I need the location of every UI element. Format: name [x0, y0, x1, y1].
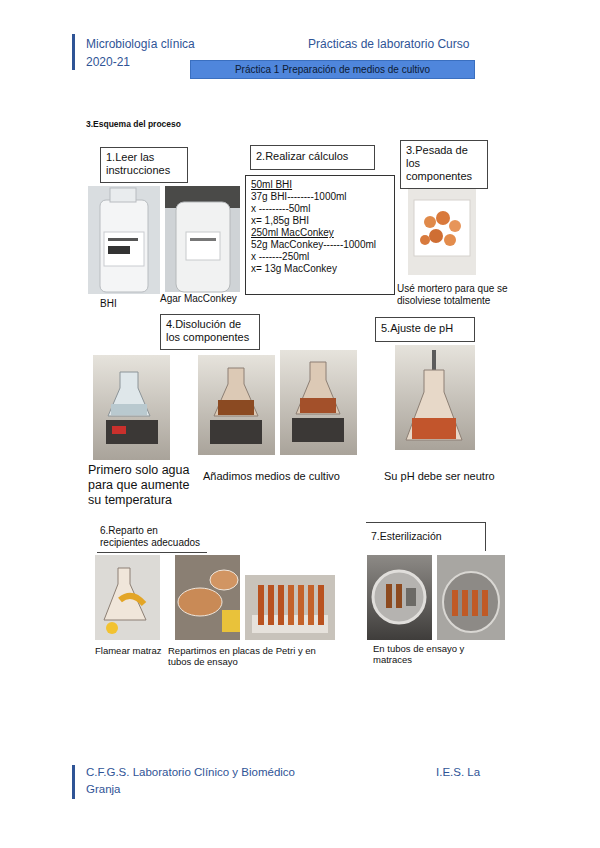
photo-test-tubes [245, 575, 335, 640]
photo-caption: Primero solo agua para que aumente su te… [88, 463, 200, 508]
calculation-line: x= 13g MacConkey [251, 263, 389, 275]
photo-caption: BHI [100, 298, 150, 310]
step-box: 4.Disolución de los componentes [160, 314, 260, 350]
header-text: Microbiología clínica [86, 37, 286, 51]
header-text-holder: Prácticas de laboratorio Curso [308, 37, 538, 51]
photo-caption-holder: BHI [100, 298, 150, 310]
calculation-line: 37g BHI--------1000ml [251, 191, 389, 203]
footer-text: I.E.S. La [436, 766, 536, 780]
photo-flame-flask [95, 555, 160, 640]
photo-autoclave-1 [367, 555, 432, 640]
step-heading: 6.Reparto en recipientes adecuados [97, 523, 207, 553]
photo-caption: Añadimos medios de cultivo [203, 470, 363, 483]
calculation-line: x= 1,85g BHI [251, 215, 389, 227]
header-bar [72, 34, 75, 70]
step-label: 2.Realizar cálculos [256, 150, 369, 163]
footer-text-holder: Granja [86, 783, 186, 797]
calculation-line: x ---------50ml [251, 203, 389, 215]
photo-caption: En tubos de ensayo y matraces [373, 643, 483, 666]
step-label: 1.Leer las instrucciones [106, 151, 182, 177]
calculation-line: 52g MacConkey------1000ml [251, 239, 389, 251]
photo-caption-holder: En tubos de ensayo y matraces [373, 643, 483, 666]
header-text-holder: Microbiología clínica [86, 37, 286, 51]
step-box: 2.Realizar cálculos [250, 145, 375, 170]
photo-weighing [408, 181, 476, 275]
step-box: 1.Leer las instrucciones [100, 147, 188, 183]
footer-text-holder: I.E.S. La [436, 766, 536, 780]
step-label: 3.Pesada de los componentes [406, 144, 482, 184]
photo-autoclave-2 [437, 555, 505, 640]
footer-text-holder: C.F.G.S. Laboratorio Clínico y Biomédico [86, 766, 346, 780]
photo-caption: Repartimos en placas de Petri y en tubos… [168, 645, 338, 668]
header-text: 2020-21 [86, 55, 176, 69]
photo-caption: Flamear matraz [95, 645, 170, 656]
title-band: Práctica 1 Preparación de medios de cult… [190, 60, 475, 79]
photo-caption: Agar MacConkey [160, 293, 245, 305]
header-text: Prácticas de laboratorio Curso [308, 37, 538, 51]
step-box: 3.Pesada de los componentes [400, 140, 488, 189]
photo-adding-media-1 [198, 355, 275, 455]
photo-caption: Usé mortero para que se disolviese total… [397, 283, 542, 307]
photo-caption-holder: Su pH debe ser neutro [384, 470, 519, 483]
photo-caption-holder: Repartimos en placas de Petri y en tubos… [168, 645, 338, 668]
photo-caption-holder: Añadimos medios de cultivo [203, 470, 363, 483]
photo-caption: Su pH debe ser neutro [384, 470, 519, 483]
calculation-line: 250ml MacConkey [251, 227, 389, 239]
section-heading: 3.Esquema del proceso [86, 119, 286, 129]
section-heading-holder: 3.Esquema del proceso [86, 119, 286, 129]
footer-text: C.F.G.S. Laboratorio Clínico y Biomédico [86, 766, 346, 780]
step-box: 5.Ajuste de pH [375, 317, 475, 342]
calculation-box: 50ml BHI37g BHI--------1000mlx ---------… [245, 175, 395, 295]
header-text-holder: 2020-21 [86, 55, 176, 69]
photo-caption-holder: Agar MacConkey [160, 293, 245, 305]
photo-caption-holder: Flamear matraz [95, 645, 170, 656]
step-label: 6.Reparto en recipientes adecuados [100, 525, 204, 549]
photo-heating-water [93, 355, 170, 460]
footer-text: Granja [86, 783, 186, 797]
step-label: 5.Ajuste de pH [381, 322, 469, 335]
photo-caption-holder: Usé mortero para que se disolviese total… [397, 283, 542, 307]
photo-macconkey [165, 186, 240, 292]
photo-bhi [88, 186, 160, 294]
step-label: 4.Disolución de los componentes [166, 318, 254, 344]
step-label: 7.Esterilización [371, 530, 480, 543]
footer-bar [72, 765, 75, 799]
title-text: Práctica 1 Preparación de medios de cult… [235, 64, 430, 76]
calculation-line: 50ml BHI [251, 179, 389, 191]
photo-ph [395, 345, 475, 450]
photo-caption-holder: Primero solo agua para que aumente su te… [88, 463, 200, 508]
photo-petri-plates [175, 555, 240, 640]
photo-adding-media-2 [280, 350, 357, 455]
step-heading: 7.Esterilización [366, 522, 486, 551]
calculation-line: x -------250ml [251, 251, 389, 263]
